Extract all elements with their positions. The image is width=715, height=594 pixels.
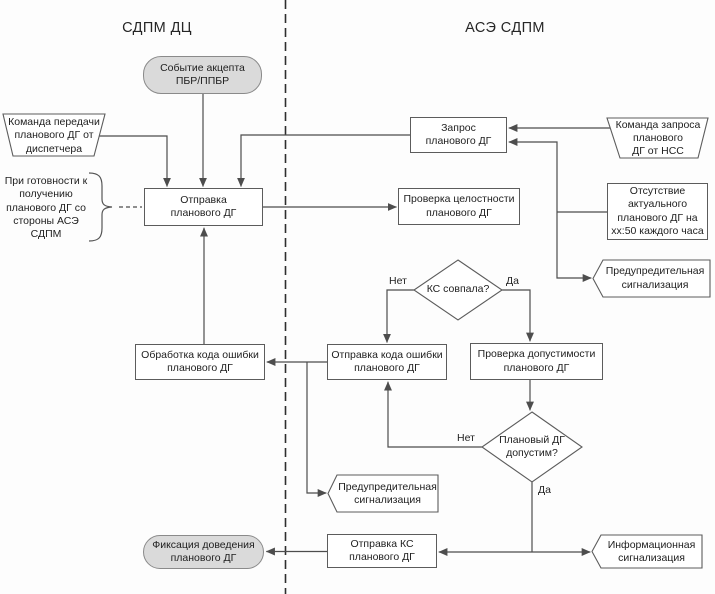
- node-no-actual-dg: Отсутствие актуального планового ДГ на x…: [607, 183, 708, 240]
- connector-ks-no-to-send-error: [383, 289, 414, 343]
- connector-adm-no-to-send-error: [384, 381, 482, 448]
- info-signal-display-shape: [591, 534, 703, 569]
- warn-signal-2-display-shape: [327, 474, 439, 513]
- node-request-dg: Запрос планового ДГ: [410, 117, 507, 153]
- connector-cmd-transfer-to-send-dg: [99, 135, 171, 187]
- node-send-ks: Отправка КС планового ДГ: [327, 534, 437, 568]
- node-dg-admissible: Плановый ДГ допустим?: [499, 433, 565, 459]
- node-cmd-transfer: Команда передачи планового ДГ от диспетч…: [8, 116, 100, 155]
- node-cmd-request: Команда запроса планового ДГ от НСС: [615, 118, 701, 158]
- connector-junction-to-warn-signal-1: [556, 212, 592, 282]
- node-warn-signal-2: Предупредительная сигнализация: [338, 480, 437, 506]
- connector-request-dg-to-send-dg: [237, 134, 410, 187]
- annotation-brace: [88, 172, 113, 242]
- node-send-dg: Отправка планового ДГ: [144, 188, 263, 226]
- node-fix-delivery: Фиксация доведения планового ДГ: [143, 535, 264, 569]
- dg-admissible-diamond-shape: [481, 411, 583, 483]
- annotation-ready-note: При готовности к получению планового ДГ …: [4, 175, 88, 240]
- connector-branch-to-warn-signal-2: [306, 362, 327, 497]
- node-ks-match: КС совпала?: [426, 283, 490, 296]
- label-dg-admissible-yes: Да: [538, 484, 551, 496]
- cmd-request-trapezoid-shape: [606, 117, 709, 159]
- node-info-signal: Информационная сигнализация: [607, 538, 696, 564]
- label-dg-admissible-no: Нет: [457, 432, 475, 444]
- node-event-accept: Событие акцепта ПБР/ППБР: [143, 56, 262, 94]
- cmd-transfer-trapezoid-shape: [2, 113, 106, 157]
- node-warn-signal-1: Предупредительная сигнализация: [605, 265, 705, 291]
- node-check-integrity: Проверка целостности планового ДГ: [398, 188, 520, 225]
- warn-signal-1-display-shape: [592, 259, 711, 298]
- label-ks-match-no: Нет: [389, 275, 407, 287]
- node-process-error-code: Обработка кода ошибки планового ДГ: [135, 344, 265, 380]
- label-ks-match-yes: Да: [506, 275, 519, 287]
- node-send-error-code: Отправка кода ошибки планового ДГ: [327, 344, 447, 380]
- connector-ks-yes-to-check-admissibility: [502, 289, 534, 342]
- node-check-admissibility: Проверка допустимости планового ДГ: [470, 343, 603, 380]
- ks-match-diamond-shape: [413, 259, 503, 321]
- lane-title-right: АСЭ СДПМ: [465, 20, 545, 36]
- lane-title-left: СДПМ ДЦ: [122, 20, 192, 36]
- connector-junction-to-request-dg: [508, 138, 558, 212]
